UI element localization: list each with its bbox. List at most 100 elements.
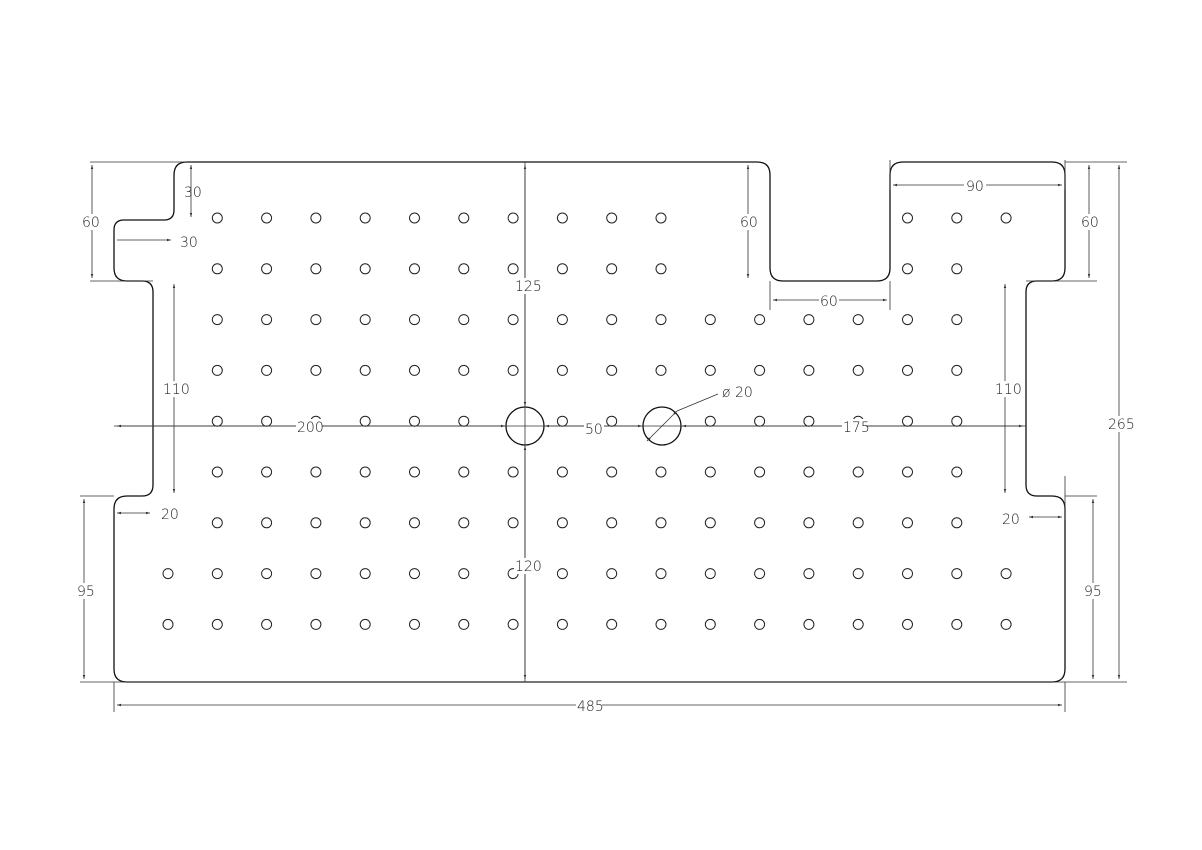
- small-hole: [852, 314, 864, 326]
- small-hole: [556, 415, 568, 427]
- dim-overall-height: 265: [1108, 417, 1135, 433]
- small-hole: [409, 466, 420, 478]
- small-hole: [606, 618, 618, 630]
- dim-left-mid-height: 110: [163, 382, 190, 398]
- small-hole: [409, 212, 420, 224]
- small-hole: [310, 618, 322, 630]
- small-hole: [556, 212, 568, 224]
- small-hole: [803, 415, 815, 427]
- small-hole: [704, 314, 716, 326]
- small-hole: [704, 517, 716, 529]
- small-hole: [902, 568, 913, 580]
- dim-hole-diameter: ø 20: [722, 385, 753, 401]
- small-hole: [458, 364, 470, 376]
- dim-overall-width: 485: [577, 699, 604, 715]
- small-hole: [458, 466, 470, 478]
- dim-left-step-width: 20: [161, 507, 179, 523]
- small-hole: [606, 415, 618, 427]
- dim-hole-spacing: 50: [585, 422, 603, 438]
- small-hole: [211, 364, 223, 376]
- small-hole: [852, 517, 864, 529]
- small-hole: [310, 568, 322, 580]
- small-hole: [754, 517, 766, 529]
- small-hole: [261, 466, 273, 478]
- small-hole: [902, 415, 913, 427]
- small-hole: [359, 212, 371, 224]
- dim-center-top-height: 125: [515, 279, 542, 295]
- small-hole: [606, 466, 618, 478]
- small-hole: [754, 568, 766, 580]
- small-hole: [359, 466, 371, 478]
- small-hole: [803, 517, 815, 529]
- small-hole: [359, 415, 371, 427]
- small-hole: [458, 212, 470, 224]
- small-hole: [852, 364, 864, 376]
- small-hole: [655, 314, 667, 326]
- small-hole: [310, 212, 322, 224]
- small-hole: [803, 618, 815, 630]
- small-hole: [458, 314, 470, 326]
- small-hole: [261, 517, 273, 529]
- small-hole: [951, 212, 963, 224]
- small-hole: [951, 517, 963, 529]
- small-hole: [951, 466, 963, 478]
- dim-center-to-left-hole: 200: [297, 420, 324, 436]
- small-hole: [1000, 212, 1012, 224]
- dim-right-hole-to-edge: 175: [843, 420, 870, 436]
- small-hole: [704, 415, 716, 427]
- small-hole: [655, 263, 667, 275]
- small-hole: [409, 517, 420, 529]
- small-hole: [310, 263, 322, 275]
- small-hole: [507, 263, 519, 275]
- small-hole: [261, 568, 273, 580]
- small-hole: [902, 466, 913, 478]
- small-hole: [261, 314, 273, 326]
- small-hole: [507, 618, 519, 630]
- small-hole: [458, 568, 470, 580]
- small-hole: [951, 364, 963, 376]
- small-hole: [704, 618, 716, 630]
- small-hole: [409, 314, 420, 326]
- small-hole: [359, 314, 371, 326]
- small-hole: [458, 415, 470, 427]
- small-hole: [211, 618, 223, 630]
- small-hole: [1000, 568, 1012, 580]
- dim-right-top-height: 60: [1081, 215, 1099, 231]
- small-hole: [507, 212, 519, 224]
- small-hole: [556, 618, 568, 630]
- small-hole: [359, 618, 371, 630]
- small-hole: [556, 568, 568, 580]
- small-hole: [754, 415, 766, 427]
- dim-right-step-width: 20: [1002, 512, 1020, 528]
- small-hole: [655, 568, 667, 580]
- small-hole: [409, 263, 420, 275]
- small-hole: [211, 568, 223, 580]
- small-hole: [507, 517, 519, 529]
- small-hole: [704, 364, 716, 376]
- small-hole: [211, 314, 223, 326]
- small-hole: [754, 314, 766, 326]
- small-hole: [556, 263, 568, 275]
- small-hole: [655, 212, 667, 224]
- small-hole: [310, 466, 322, 478]
- small-hole: [211, 212, 223, 224]
- small-hole: [902, 618, 913, 630]
- dim-left-tab-width: 30: [180, 235, 198, 251]
- small-hole: [261, 415, 273, 427]
- small-hole: [754, 618, 766, 630]
- small-hole: [606, 517, 618, 529]
- small-hole: [359, 517, 371, 529]
- small-hole: [162, 618, 174, 630]
- small-hole: [409, 568, 420, 580]
- small-hole: [211, 263, 223, 275]
- small-hole: [902, 517, 913, 529]
- small-hole: [606, 314, 618, 326]
- small-hole: [458, 517, 470, 529]
- small-hole: [507, 314, 519, 326]
- small-hole: [606, 364, 618, 376]
- dim-left-notch-depth: 30: [184, 185, 202, 201]
- small-hole: [211, 466, 223, 478]
- small-hole: [852, 568, 864, 580]
- small-hole: [951, 618, 963, 630]
